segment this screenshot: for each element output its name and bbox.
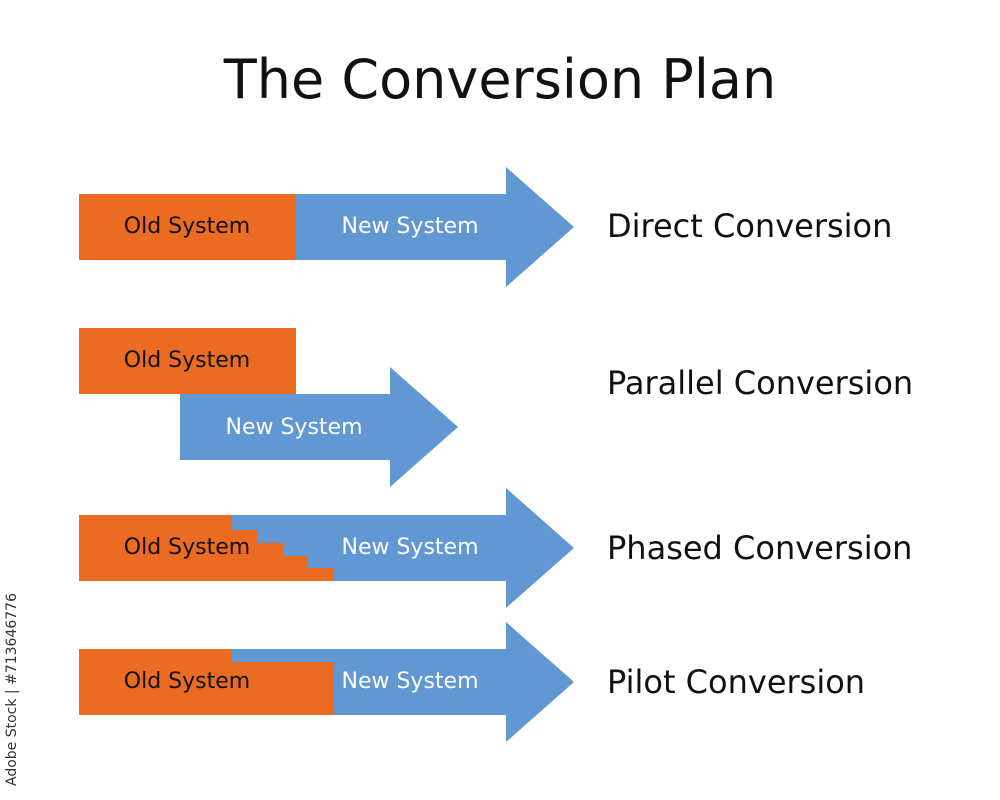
phased-conversion-label: Phased Conversion [607, 529, 913, 567]
direct-conversion-label: Direct Conversion [607, 207, 893, 245]
direct-conversion-graphic: Old System New System [79, 167, 574, 287]
old-system-bar [79, 194, 296, 260]
new-system-label: New System [225, 415, 362, 440]
old-system-label: Old System [124, 348, 250, 373]
page-title: The Conversion Plan [223, 48, 777, 111]
new-system-label: New System [341, 535, 478, 560]
stock-watermark-text: Adobe Stock | #713646776 [4, 593, 20, 786]
parallel-conversion-graphic: Old System New System [79, 328, 458, 487]
old-system-bar [79, 649, 334, 715]
old-system-bar [79, 328, 296, 394]
pilot-conversion-graphic: Old System New System [79, 622, 574, 742]
old-system-label: Old System [124, 214, 250, 239]
old-system-label: Old System [124, 535, 250, 560]
new-system-label: New System [341, 214, 478, 239]
phased-conversion-graphic: Old System New System [79, 488, 574, 608]
new-system-label: New System [341, 669, 478, 694]
parallel-conversion-label: Parallel Conversion [607, 364, 914, 402]
old-system-bar [79, 515, 334, 581]
pilot-conversion-label: Pilot Conversion [607, 663, 866, 701]
new-system-arrow [296, 167, 574, 287]
new-system-arrow [180, 367, 458, 487]
old-system-label: Old System [124, 669, 250, 694]
